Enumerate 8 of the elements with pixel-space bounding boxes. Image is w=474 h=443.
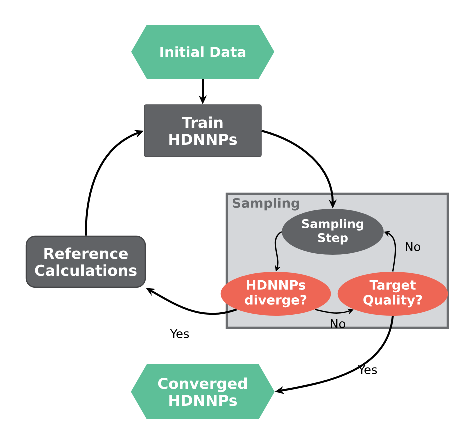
edge-label: Yes (170, 330, 190, 338)
edge-label: Yes (358, 366, 378, 374)
edge-label: No (331, 320, 346, 328)
terminal-hexagon: Initial Data (131, 25, 275, 79)
edge-label: No (406, 242, 420, 252)
terminal-hexagon: Converged HDNNPs (131, 364, 275, 420)
process-box: Train HDNNPs (144, 104, 262, 158)
process-box: Reference Calculations (26, 236, 146, 288)
